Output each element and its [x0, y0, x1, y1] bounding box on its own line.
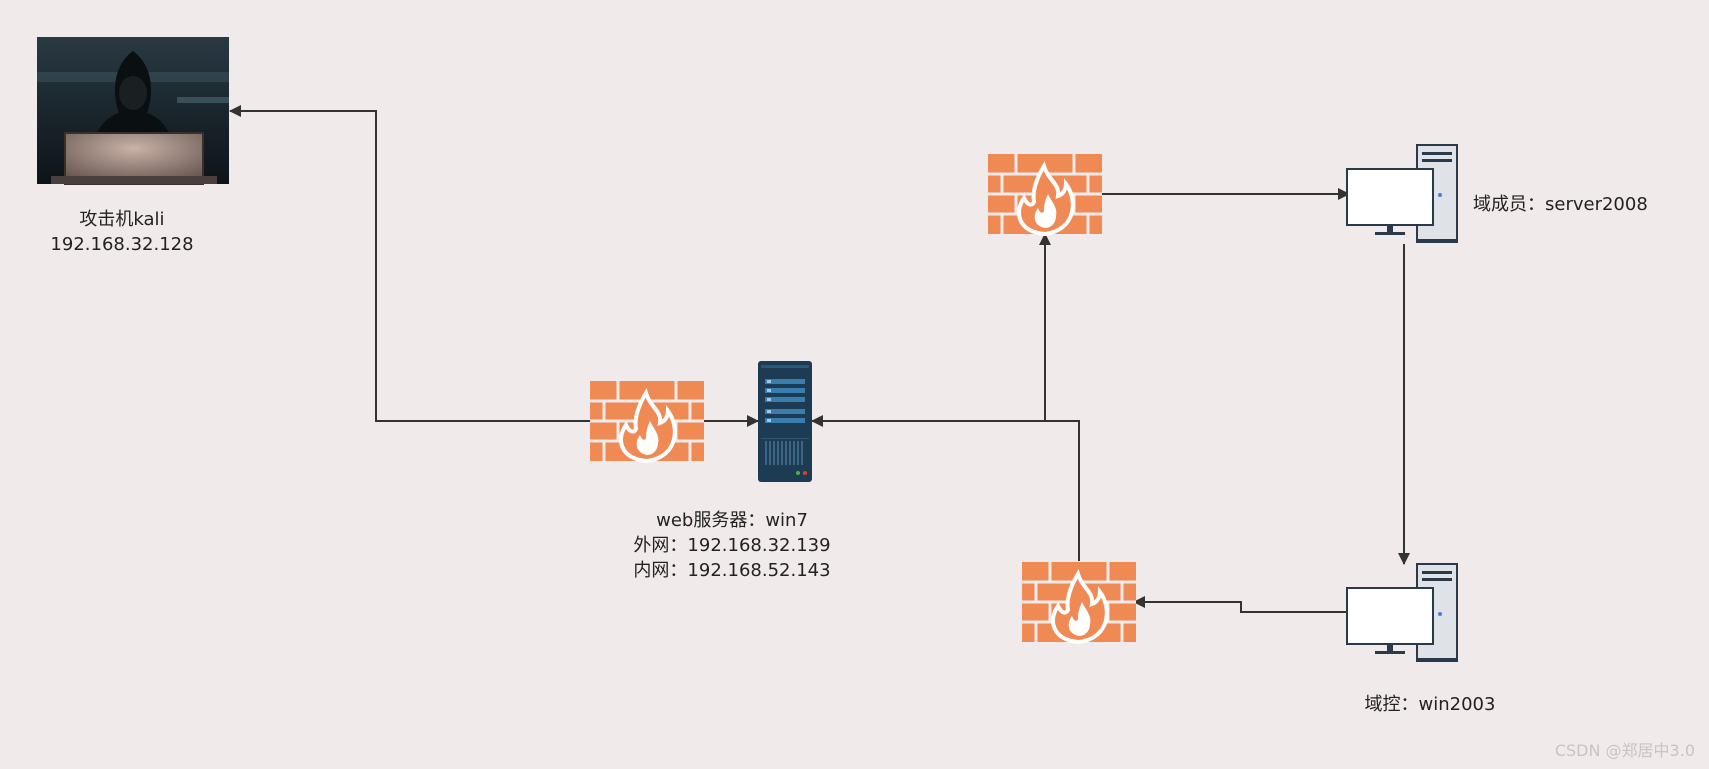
domain-controller-pc-icon: [1346, 563, 1458, 662]
domain-member-label: 域成员：server2008: [1473, 194, 1648, 215]
domain-member-pc-icon: [1346, 144, 1458, 243]
firewall-icon: [986, 152, 1104, 236]
domain-controller-label: 域控：win2003: [1364, 694, 1496, 715]
web-server-label: web服务器：win7 外网：192.168.32.139 内网：192.168…: [612, 508, 852, 583]
attacker-image: [37, 37, 229, 185]
firewall-icon: [1020, 560, 1138, 644]
attacker-name: 攻击机kali: [79, 209, 165, 230]
edges: [229, 105, 1410, 613]
web-server-internal-ip: 内网：192.168.52.143: [633, 560, 831, 581]
attacker-label: 攻击机kali 192.168.32.128: [37, 207, 207, 257]
attacker-ip: 192.168.32.128: [50, 234, 194, 255]
watermark: CSDN @郑居中3.0: [1554, 741, 1695, 760]
edge-firewall2-to-webserver: [811, 415, 1080, 561]
edge-controller-to-firewall2: [1133, 596, 1347, 613]
web-server-name: web服务器：win7: [656, 510, 808, 531]
server-icon: [758, 361, 812, 482]
edge-firewall1-to-attacker: [229, 105, 590, 422]
firewall-icon: [588, 379, 706, 463]
web-server-external-ip: 外网：192.168.32.139: [633, 535, 831, 556]
